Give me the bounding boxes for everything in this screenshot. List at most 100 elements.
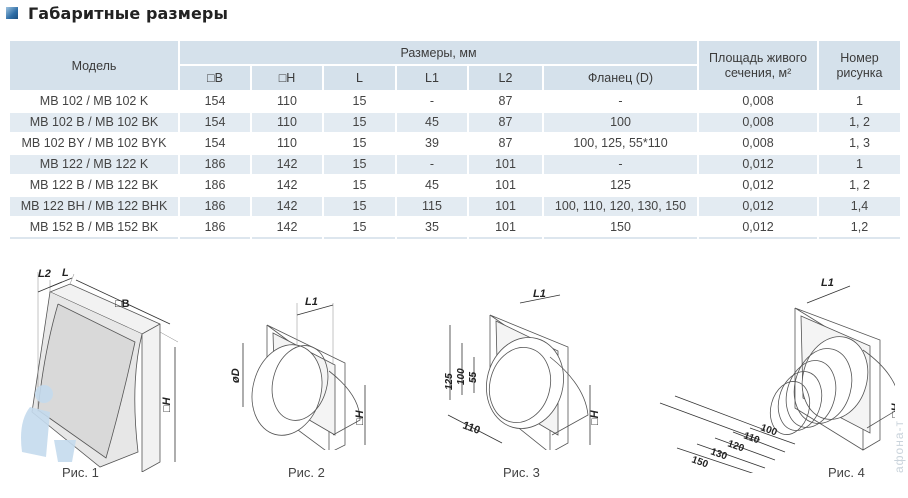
fig4-label-h: □H [890,402,895,418]
blue-square-bullet-icon [6,7,18,19]
cell-l1: - [397,155,467,174]
cell-l: 15 [324,155,395,174]
fig1-label-b: □B [115,298,130,310]
col-header-figure: Номер рисунка [819,41,900,90]
cell-l: 15 [324,197,395,216]
cell-l2: 87 [498,94,513,108]
cell-l1: 45 [425,178,439,192]
cell-figure: 1 [819,155,900,174]
figure-1-drawing: L2 L □B □H [21,267,179,472]
fig3-label-l1: L1 [533,288,546,300]
dimensions-table: Модель Размеры, мм Площадь живого сечени… [8,39,902,241]
cell-flange: 100, 125, 55*110 [573,136,668,150]
col-header-dimensions: Размеры, мм [180,41,697,64]
cell-h: 142 [276,178,298,192]
cell-figure: 1, 3 [849,136,870,150]
cell-l2: 87 [469,113,542,132]
cell-l1: 35 [397,218,467,239]
cell-h: 110 [277,94,297,108]
col-header-model: Модель [10,41,178,90]
cell-figure: 1, 2 [849,178,870,192]
fig4-label-110: 110 [742,430,761,446]
fig4-label-100: 100 [759,422,779,438]
fig2-label-h: □H [354,409,366,425]
fig3-label-100: 100 [456,368,467,385]
figure-3-drawing: 125 100 55 110 L1 □H [444,288,601,450]
cell-area: 0,012 [699,197,817,216]
fig2-label-d: øD [230,368,242,383]
cell-l2: 101 [469,197,542,216]
fig2-label-l1: L1 [305,296,318,308]
cell-b: 154 [180,113,250,132]
cell-b: 186 [180,197,250,216]
figure-2-drawing: L1 øD □H [230,296,366,450]
cell-h: 142 [252,218,322,239]
fig3-label-110: 110 [461,420,482,437]
cell-l2: 101 [469,155,542,174]
col-header-flange: Фланец (D) [544,66,697,90]
cell-model: MB 122 B / MB 122 BK [29,178,159,192]
cell-area: 0,012 [699,218,817,239]
cell-area: 0,008 [699,113,817,132]
cell-flange: 150 [544,218,697,239]
cell-area: 0,012 [742,178,774,192]
figure-1-caption: Рис. 1 [62,465,99,480]
col-header-area: Площадь живого сечения, м² [699,41,817,90]
cell-model: MB 102 BY / MB 102 BYK [21,136,167,150]
fig1-label-l2: L2 [38,268,51,280]
section-title: Габаритные размеры [28,3,229,23]
cell-h: 110 [277,136,297,150]
cell-model: MB 122 BH / MB 122 BHK [10,197,178,216]
cell-flange: 125 [610,178,631,192]
fig1-label-l: L [62,267,69,279]
cell-area: 0,008 [742,136,774,150]
col-header-l1: L1 [397,66,467,90]
cell-l1: 115 [397,197,467,216]
cell-model: MB 102 B / MB 102 BK [10,113,178,132]
col-header-b: □B [180,66,250,90]
fig4-label-150: 150 [690,454,710,470]
cell-h: 142 [252,155,322,174]
cell-l: 15 [324,218,395,239]
cell-h: 110 [252,113,322,132]
figure-3-caption: Рис. 3 [503,465,540,480]
cell-l1: - [429,94,435,108]
cell-l2: 87 [498,136,513,150]
cell-area: 0,012 [699,155,817,174]
cell-figure: 1, 2 [819,113,900,132]
cell-l1: 45 [397,113,467,132]
cell-l2: 101 [469,218,542,239]
col-header-h: □H [252,66,322,90]
cell-l: 15 [352,178,367,192]
col-header-l2: L2 [469,66,542,90]
fig4-label-130: 130 [709,446,729,462]
cell-l: 15 [352,94,367,108]
cell-l: 15 [352,136,367,150]
fig3-label-h: □H [589,409,601,425]
cell-b: 186 [180,155,250,174]
figure-4-caption: Рис. 4 [828,465,865,480]
fig3-label-125: 125 [444,373,455,390]
col-header-l: L [324,66,395,90]
cell-b: 186 [180,218,250,239]
cell-h: 142 [252,197,322,216]
cell-flange: - [544,155,697,174]
cell-figure: 1 [856,94,863,108]
cell-model: MB 152 B / MB 152 BK [10,218,178,239]
mascot-watermark-icon [21,385,76,462]
cell-l1: 39 [425,136,439,150]
fig1-label-h: □H [161,396,173,412]
cell-l2: 101 [495,178,516,192]
cell-l: 15 [324,113,395,132]
fig3-label-55: 55 [468,371,479,383]
section-heading: Габаритные размеры [6,2,228,24]
cell-figure: 1,4 [819,197,900,216]
cell-area: 0,008 [742,94,774,108]
cell-model: MB 122 / MB 122 K [10,155,178,174]
figure-2-caption: Рис. 2 [288,465,325,480]
